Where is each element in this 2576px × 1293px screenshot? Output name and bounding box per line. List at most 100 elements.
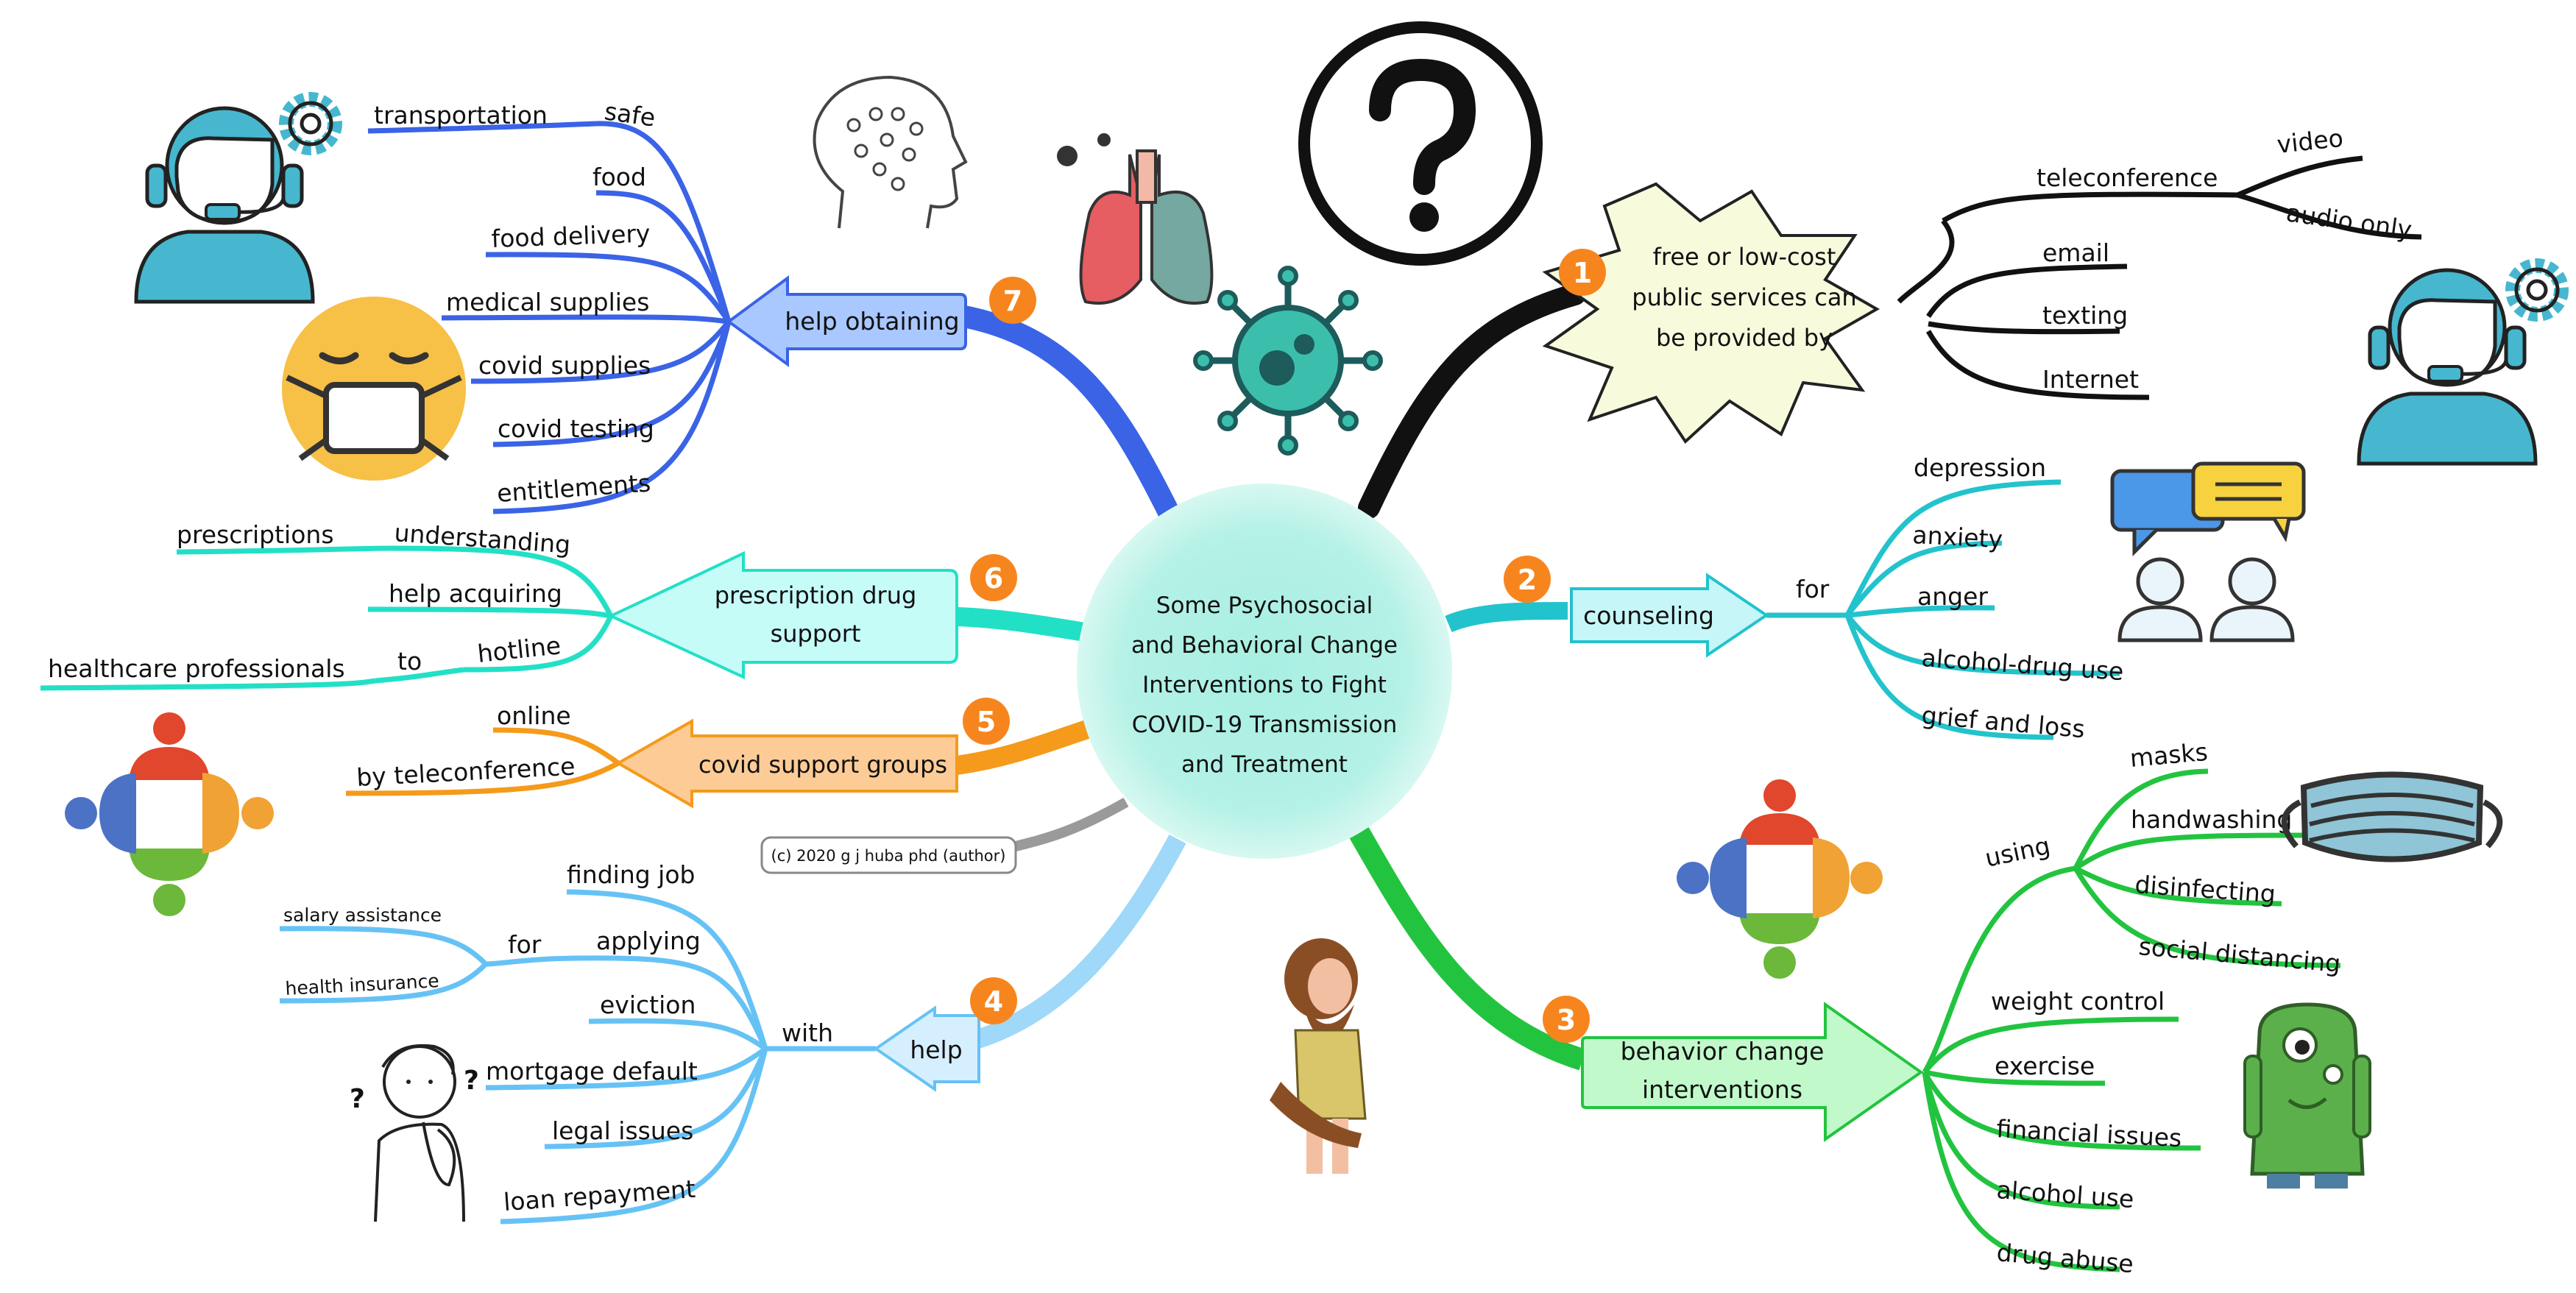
node-covid-testing[interactable]: covid testing	[498, 414, 654, 443]
topic-help-obtaining[interactable]: help obtaining	[726, 275, 967, 367]
branch-2: counseling 2 for depression anxiety ange…	[1504, 453, 2125, 743]
topic-help[interactable]: help	[873, 1005, 980, 1092]
caveman-icon	[1270, 938, 1367, 1174]
node-with[interactable]: with	[782, 1019, 833, 1047]
node-social-distancing[interactable]: social distancing	[2137, 932, 2341, 978]
virus-icon	[1193, 266, 1383, 456]
node-online[interactable]: online	[497, 701, 571, 730]
svg-text:1: 1	[1573, 257, 1592, 289]
call-center-agent-icon	[134, 106, 315, 304]
number-badge-6: 6	[970, 554, 1017, 601]
node-help-acquiring[interactable]: help acquiring	[389, 579, 562, 608]
chat-people-icon	[2110, 461, 2306, 642]
copyright-label: (c) 2020 g j huba phd (author)	[760, 836, 1017, 874]
svg-text:?: ?	[464, 1066, 479, 1096]
node-email[interactable]: email	[2042, 238, 2109, 267]
node-anxiety[interactable]: anxiety	[1912, 520, 2003, 553]
svg-text:6: 6	[984, 562, 1003, 595]
number-badge-7: 7	[989, 277, 1036, 324]
svg-text:be provided by: be provided by	[1656, 324, 1833, 352]
svg-text:support: support	[771, 620, 861, 648]
node-for[interactable]: for	[1796, 575, 1830, 603]
topic-prescription-drug-support[interactable]: prescription drug support	[607, 550, 958, 680]
svg-text:3: 3	[1557, 1004, 1576, 1036]
node-covid-supplies[interactable]: covid supplies	[478, 351, 651, 380]
node-internet[interactable]: Internet	[2042, 365, 2139, 394]
node-video[interactable]: video	[2276, 124, 2345, 159]
svg-text:help: help	[910, 1035, 962, 1064]
svg-text:and Treatment: and Treatment	[1181, 751, 1348, 778]
number-badge-2: 2	[1504, 556, 1551, 603]
topic-public-services[interactable]: free or low-cost public services can be …	[1632, 243, 1856, 352]
node-understanding[interactable]: understanding	[393, 518, 571, 559]
masked-face-emoji-icon	[282, 297, 466, 481]
svg-text:4: 4	[984, 985, 1003, 1018]
node-to[interactable]: to	[397, 647, 422, 676]
node-finding-job[interactable]: finding job	[567, 860, 695, 889]
node-food[interactable]: food	[592, 163, 646, 191]
node-food-delivery[interactable]: food delivery	[491, 219, 651, 253]
node-prescriptions[interactable]: prescriptions	[177, 520, 334, 549]
node-teleconference[interactable]: teleconference	[2037, 163, 2218, 192]
branch-3: behavior change interventions 3 using ma…	[1543, 737, 2342, 1278]
node-salary-assistance[interactable]: salary assistance	[283, 904, 442, 926]
svg-text:Some Psychosocial: Some Psychosocial	[1156, 592, 1373, 619]
monster-icon	[2243, 1002, 2371, 1189]
svg-text:?: ?	[350, 1084, 365, 1114]
topic-covid-support-groups[interactable]: covid support groups	[615, 718, 958, 809]
branch-6: prescription drug support 6 understandin…	[40, 518, 1017, 691]
group-circle-icon	[65, 712, 274, 916]
node-using[interactable]: using	[1983, 831, 2053, 873]
node-financial-issues[interactable]: financial issues	[1996, 1114, 2183, 1152]
branch-4: help 4 with finding job applying evictio…	[279, 860, 1017, 1225]
starburst-shape	[1542, 182, 1880, 444]
central-topic[interactable]: Some Psychosocial and Behavioral Change …	[1077, 483, 1452, 859]
branch-1: free or low-cost public services can be …	[1542, 124, 2422, 444]
number-badge-4: 4	[970, 977, 1017, 1024]
topic-counseling[interactable]: counseling	[1570, 573, 1769, 658]
node-alcohol-use[interactable]: alcohol use	[1995, 1175, 2134, 1214]
svg-text:counseling: counseling	[1583, 601, 1714, 630]
thinking-person-icon: ? ?	[350, 1044, 479, 1222]
node-exercise[interactable]: exercise	[1995, 1052, 2095, 1080]
branch-ribbons	[955, 283, 1586, 1071]
lungs-icon	[1057, 133, 1214, 305]
node-legal-issues[interactable]: legal issues	[552, 1116, 693, 1145]
node-handwashing[interactable]: handwashing	[2131, 805, 2292, 834]
node-anger[interactable]: anger	[1917, 582, 1988, 611]
node-mortgage-default[interactable]: mortgage default	[486, 1057, 698, 1085]
svg-text:help obtaining: help obtaining	[785, 307, 959, 336]
number-badge-1: 1	[1559, 249, 1606, 296]
svg-text:covid support groups: covid support groups	[698, 751, 947, 779]
node-masks[interactable]: masks	[2129, 737, 2209, 773]
node-healthcare-professionals[interactable]: healthcare professionals	[48, 654, 345, 683]
node-applying[interactable]: applying	[596, 927, 701, 955]
svg-text:public services can: public services can	[1632, 283, 1856, 311]
svg-text:2: 2	[1518, 564, 1537, 596]
svg-text:and Behavioral Change: and Behavioral Change	[1131, 632, 1398, 659]
number-badge-3: 3	[1543, 996, 1590, 1043]
node-safe[interactable]: safe	[603, 96, 657, 132]
node-medical-supplies[interactable]: medical supplies	[446, 288, 649, 316]
svg-text:7: 7	[1003, 285, 1022, 317]
node-disinfecting[interactable]: disinfecting	[2134, 870, 2276, 908]
svg-text:(c) 2020 g j huba phd (author): (c) 2020 g j huba phd (author)	[771, 847, 1006, 865]
node-depression[interactable]: depression	[1914, 453, 2046, 482]
node-weight-control[interactable]: weight control	[1991, 987, 2165, 1016]
branch-7: help obtaining 7 safe transportation foo…	[367, 96, 1036, 514]
node-audio-only[interactable]: audio only	[2285, 198, 2414, 244]
node-loan-repayment[interactable]: loan repayment	[503, 1175, 696, 1216]
node-entitlements[interactable]: entitlements	[496, 468, 651, 508]
svg-text:5: 5	[977, 706, 996, 738]
group-circle-icon-right	[1677, 779, 1883, 979]
node-transportation[interactable]: transportation	[374, 101, 548, 130]
node-for-4[interactable]: for	[508, 930, 542, 959]
node-drug-abuse[interactable]: drug abuse	[1995, 1238, 2134, 1278]
svg-text:prescription drug: prescription drug	[715, 581, 917, 609]
node-eviction[interactable]: eviction	[600, 991, 696, 1019]
node-texting[interactable]: texting	[2042, 301, 2128, 330]
node-alcohol-drug-use[interactable]: alcohol-drug use	[1920, 643, 2124, 686]
topic-behavior-change[interactable]: behavior change interventions	[1581, 1002, 1924, 1142]
svg-text:COVID-19 Transmission: COVID-19 Transmission	[1132, 712, 1397, 738]
